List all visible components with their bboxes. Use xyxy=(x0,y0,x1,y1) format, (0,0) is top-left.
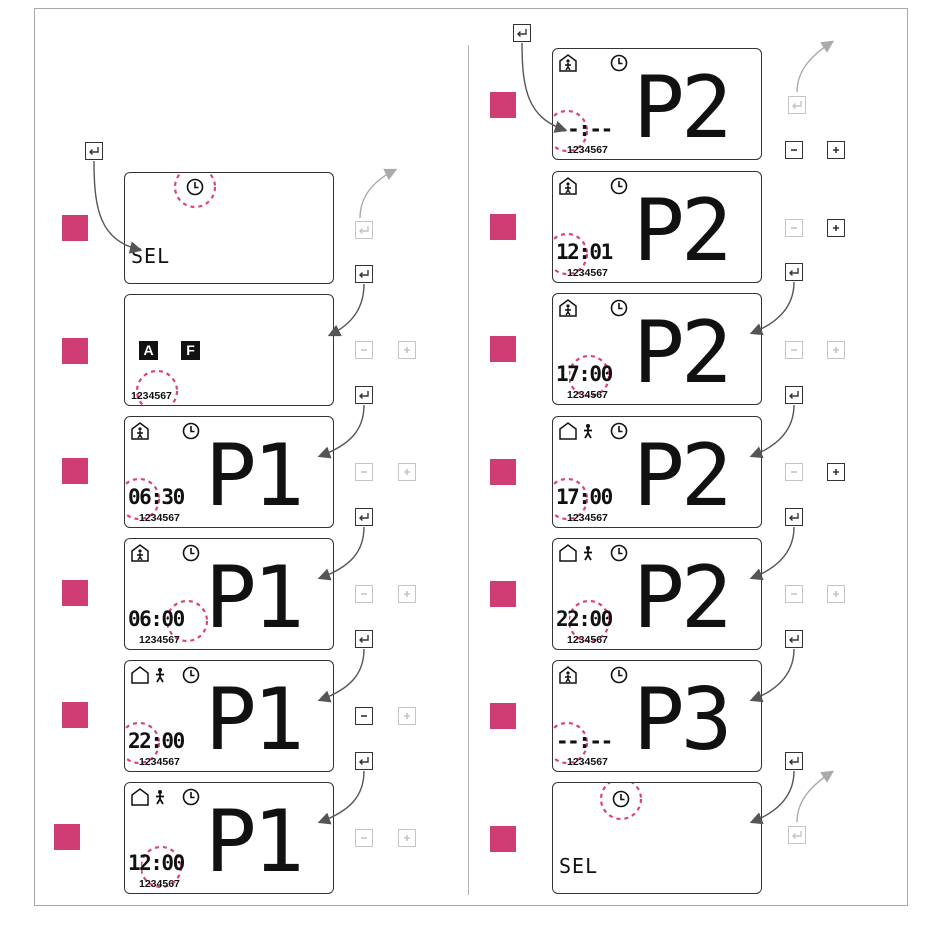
flow-arrows xyxy=(0,0,950,951)
